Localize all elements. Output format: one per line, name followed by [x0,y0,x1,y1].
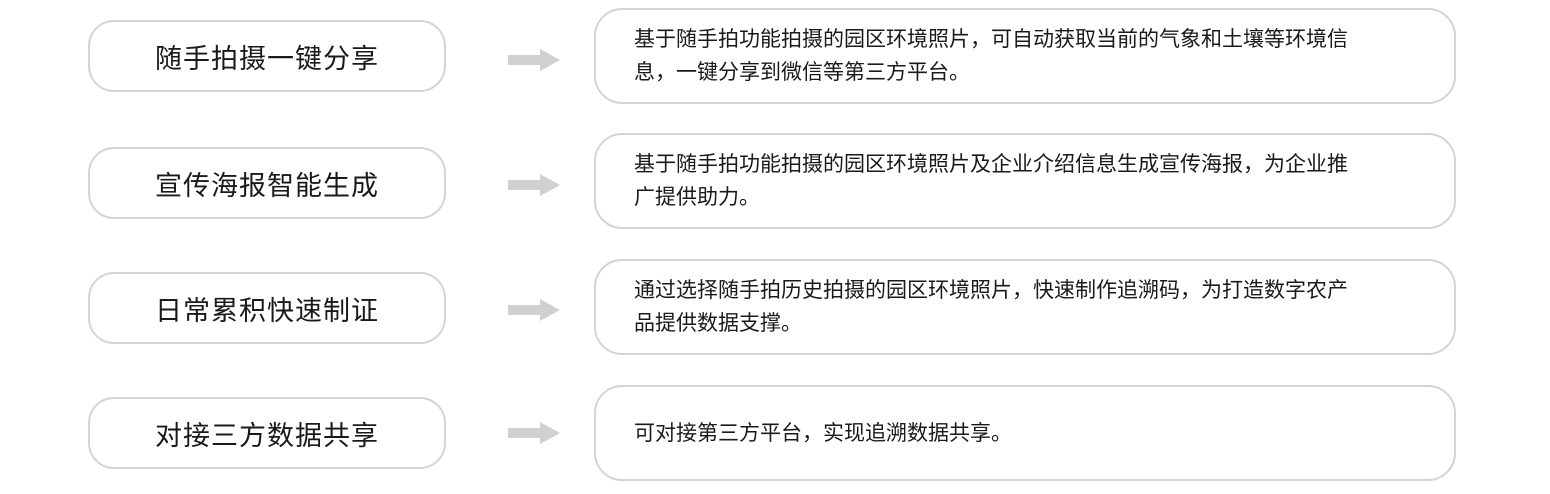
arrow-right-icon [508,174,560,196]
feature-title-3: 日常累积快速制证 [155,295,379,327]
feature-title-4: 对接三方数据共享 [155,420,379,452]
arrow-right-icon [508,299,560,321]
feature-description-box-3: 通过选择随手拍历史拍摄的园区环境照片，快速制作追溯码，为打造数字农产品提供数据支… [594,259,1456,355]
feature-title-box-1: 随手拍摄一键分享 [88,20,446,92]
feature-description-1: 基于随手拍功能拍摄的园区环境照片，可自动获取当前的气象和土壤等环境信息，一键分享… [634,27,1348,84]
feature-description-4: 可对接第三方平台，实现追溯数据共享。 [634,420,1012,445]
feature-title-box-4: 对接三方数据共享 [88,397,446,469]
arrow-right-icon [508,49,560,71]
feature-title-1: 随手拍摄一键分享 [155,43,379,75]
feature-title-2: 宣传海报智能生成 [155,170,379,202]
arrow-right-icon [508,422,560,444]
feature-description-3: 通过选择随手拍历史拍摄的园区环境照片，快速制作追溯码，为打造数字农产品提供数据支… [634,278,1348,335]
feature-title-box-2: 宣传海报智能生成 [88,147,446,219]
feature-title-box-3: 日常累积快速制证 [88,272,446,344]
feature-description-box-1: 基于随手拍功能拍摄的园区环境照片，可自动获取当前的气象和土壤等环境信息，一键分享… [594,8,1456,104]
feature-description-2: 基于随手拍功能拍摄的园区环境照片及企业介绍信息生成宣传海报，为企业推广提供助力。 [634,152,1348,209]
feature-description-box-2: 基于随手拍功能拍摄的园区环境照片及企业介绍信息生成宣传海报，为企业推广提供助力。 [594,133,1456,229]
feature-description-box-4: 可对接第三方平台，实现追溯数据共享。 [594,385,1456,481]
